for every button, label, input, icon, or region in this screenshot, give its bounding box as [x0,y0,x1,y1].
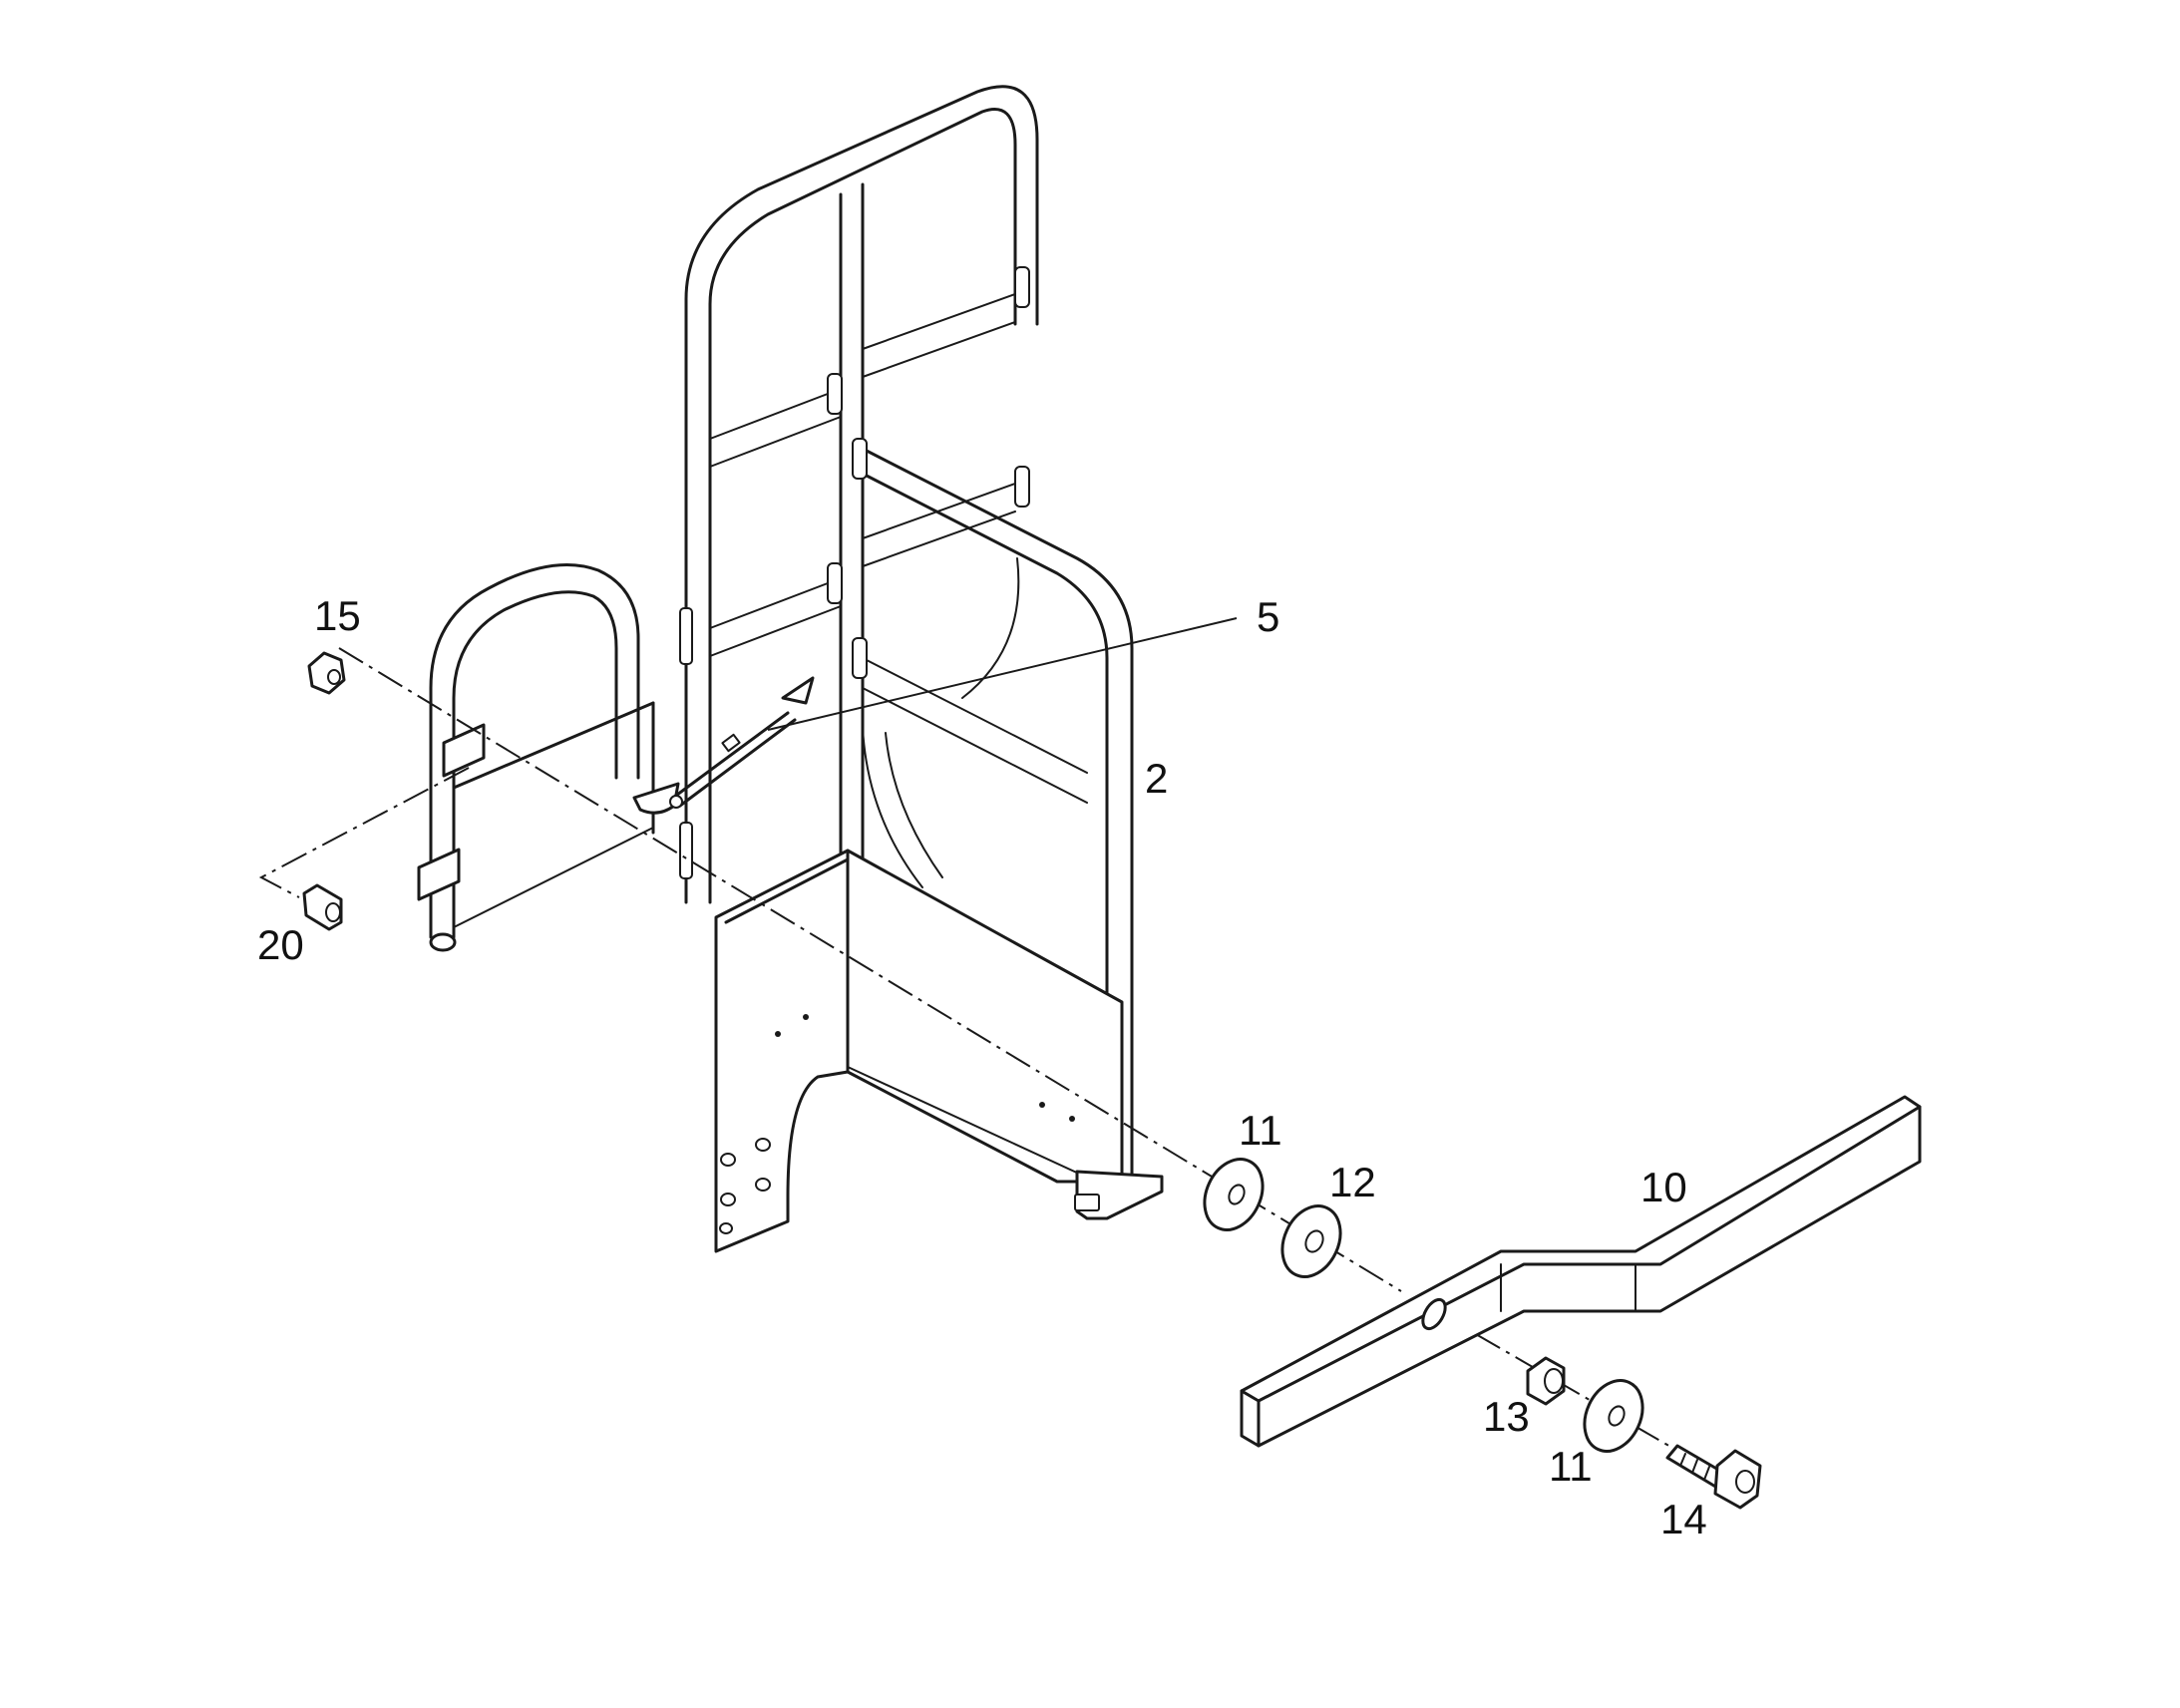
callout-5: 5 [1257,593,1279,640]
bushing-13 [1526,1356,1566,1406]
callout-11-upper: 11 [1239,1107,1282,1154]
callout-14: 14 [1660,1496,1707,1542]
washer-12 [1280,1204,1342,1278]
leader-line-5 [767,617,1238,731]
hardware [302,651,1762,1510]
step-panel [714,849,1164,1253]
callout-13: 13 [1483,1393,1530,1440]
gas-spring [669,676,815,809]
callout-15: 15 [314,592,361,639]
nut-15 [307,651,346,695]
plug-20 [302,883,343,931]
washer-11-lower [1583,1379,1644,1453]
callout-2: 2 [1145,755,1168,802]
callout-10: 10 [1640,1164,1687,1210]
step-bar [1240,1095,1922,1448]
callout-20: 20 [257,921,304,968]
washer-11-upper [1203,1158,1265,1231]
gate-assembly [417,563,693,952]
callout-12: 12 [1329,1159,1376,1205]
bolt-14 [1665,1444,1762,1510]
callout-11-lower: 11 [1549,1443,1593,1490]
